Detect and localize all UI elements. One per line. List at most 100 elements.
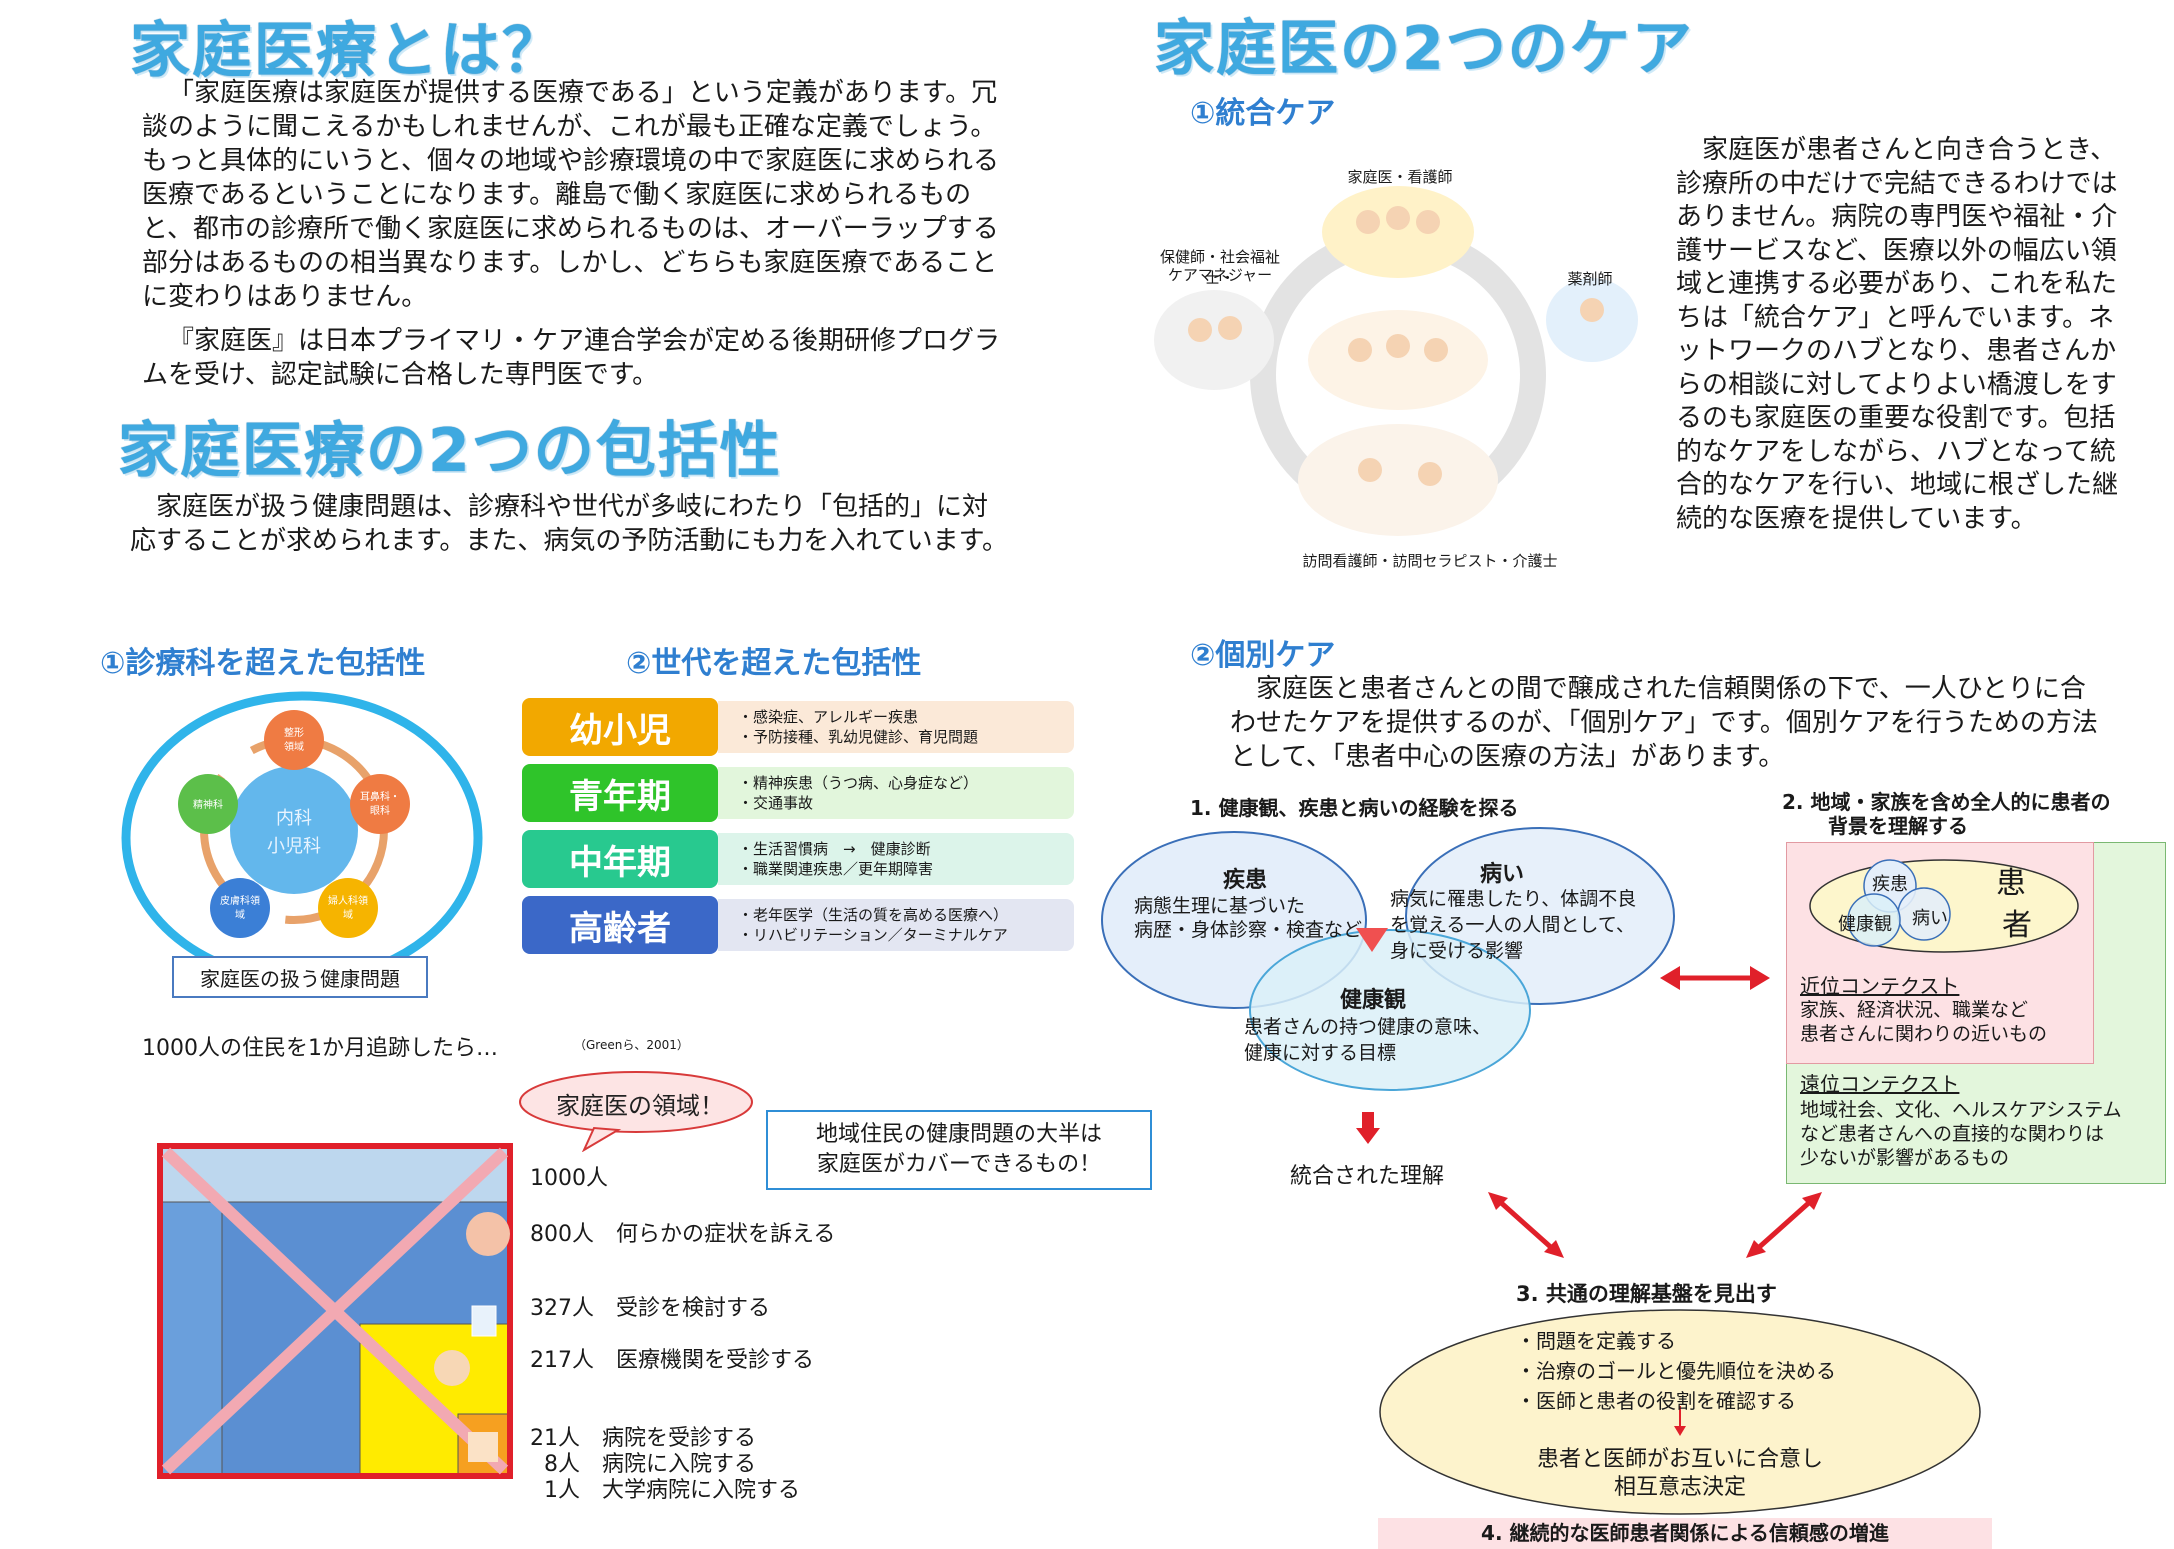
node-gynecology [318,878,378,938]
ecology-note-box: 地域住民の健康問題の大半は 家庭医がカバーできるもの！ [766,1110,1152,1190]
ecology-heading: 1000人の住民を1か月追跡したら… [142,1036,498,1061]
bullet-item: ・医師と患者の役割を確認する [1516,1389,1796,1413]
ecology-row-327: 327人 受診を検討する [530,1296,770,1321]
bullet-item: ・治療のゴールと優先順位を決める [1516,1359,1836,1383]
health-view-line: 患者さんの持つ健康の意味、 [1244,1016,1492,1038]
disease-line: 病歴・身体診察・検査など [1134,919,1363,941]
venn-diagram [1101,827,1675,1091]
person-icon [1424,338,1448,362]
health-ellipse [1249,929,1531,1091]
node-psychiatry [178,774,238,834]
pcm-step-2-line: 背景を理解する [1828,814,1968,838]
arrow-head [1746,1240,1766,1258]
illness-line: を覚える一人の人間として、 [1390,914,1635,936]
intro-paragraph-3: 家庭医が扱う健康問題は、診療科や世代が多岐にわたり「包括的」に対応することが求め… [130,492,1009,556]
node-orthopedics-label-2: 領域 [284,740,304,753]
down-arrow-shape [1356,1112,1380,1144]
mini-disease-label: 疾患 [1872,874,1908,895]
integrated-care-figure [1154,186,1638,536]
ecology-note-line-2: 家庭医がカバーできるもの！ [816,1152,1102,1177]
label-welfare-1: 保健師・社会福祉士・ [1159,248,1280,287]
node-gynecology-label-2: 域 [343,908,353,921]
subtitle-individual-care: ②個別ケア [1190,638,1336,673]
generation-item: ・精神疾患（うつ病、心身症など） [738,774,979,792]
bullet-item: ・問題を定義する [1516,1329,1676,1353]
node-dermatology-label-2: 域 [235,908,245,921]
disease-text: 病態生理に基づいた 病歴・身体診察・検査など [1134,894,1362,942]
cycle-caption: 家庭医の扱う健康問題 [172,956,428,998]
generation-item: ・リハビリテーション／ターミナルケア [738,926,1008,944]
node-dermatology [210,878,270,938]
speech-bubble-text: 家庭医の領域！ [556,1092,724,1120]
pcm-step-1: 1. 健康観、疾患と病いの経験を探る [1190,796,1519,820]
arrow-head [1488,1192,1508,1210]
generation-item: ・交通事故 [738,794,814,812]
illness-text: 病気に罹患したり、体調不良 を覚える一人の人間として、 身に受ける影響 [1390,886,1636,964]
label-home-care: 訪問看護師・訪問セラピスト・介護士 [1302,552,1558,570]
generation-item: ・職業関連疾患／更年期障害 [738,860,934,878]
person-icon [1356,210,1380,234]
person-icon [1348,338,1372,362]
home-care-group [1298,424,1498,536]
ecology-row-217: 217人 医療機関を受診する [530,1348,814,1373]
arrow-line [1496,1198,1556,1252]
patient-char-1: 患 [1996,866,2026,901]
integrated-care-text: 家庭医が患者さんと向き合うとき、診療所の中だけで完結できるわけではありません。病… [1676,135,2119,534]
person-icon [1416,210,1440,234]
ecology-note-line-1: 地域住民の健康問題の大半は [815,1122,1102,1147]
ecology-row-1000: 1000人 [530,1166,608,1191]
person-icon [1580,298,1604,322]
mini-health-label: 健康観 [1838,914,1892,935]
pcm-step-4: 4. 継続的な医師患者関係による信頼感の増進 [1378,1518,1992,1549]
ecology-citation: （Greenら、2001） [574,1038,689,1052]
mutual-decision-text: 患者と医師がお互いに合意し 相互意志決定 [1480,1446,1880,1502]
intro-paragraph-1: 「家庭医療は家庭医が提供する医療である」という定義があります。冗談のように聞こえ… [142,78,999,312]
family-medicine-frame [157,1143,513,1479]
arrow-head [1544,1240,1564,1258]
bed-icon [468,1432,498,1462]
title-comprehensiveness: 家庭医療の2つの包括性 [118,416,782,486]
health-view-text: 患者さんの持つ健康の意味、 健康に対する目標 [1244,1014,1491,1066]
label-pharmacist: 薬剤師 [1567,270,1613,288]
generation-desc-elderly: ・老年医学（生活の質を高める医療へ） ・リハビリテーション／ターミナルケア [718,899,1074,951]
proximal-context-text: 家族、経済状況、職業など 患者さんに関わりの近いもの [1800,998,2047,1046]
mini-illness-label: 病い [1912,908,1948,929]
node-orthopedics [264,710,324,770]
mini-health-circle [1847,893,1901,947]
center-text-1: 内科 [276,808,312,829]
label-welfare-2: ケアマネジャー [1167,266,1273,284]
node-ent-label-1: 耳鼻科・ [360,790,400,803]
subtitle-specialty: ①診療科を超えた包括性 [100,646,426,681]
cross-line-2 [161,1147,509,1475]
health-view-line: 健康に対する目標 [1244,1042,1397,1064]
doctor-nurse-group [1322,186,1474,278]
subtitle-integrated-care: ①統合ケア [1190,96,1336,131]
generation-item: ・生活習慣病 → 健康診断 [738,840,931,858]
overlap-marker [1356,928,1388,952]
double-arrow-left-diagonal [1488,1192,1564,1258]
node-dermatology-label-1: 皮膚科領 [220,894,260,907]
person-icon [1418,462,1442,486]
ecology-row-8: 8人 病院に入院する [544,1452,756,1477]
subtitle-generation: ②世代を超えた包括性 [626,646,922,681]
generation-desc-infant: ・感染症、アレルギー疾患 ・予防接種、乳幼児健診、育児問題 [718,701,1074,753]
distal-line: 地域社会、文化、ヘルスケアシステム [1800,1099,2122,1121]
patient-icon [466,1212,510,1256]
person-icon [1218,316,1242,340]
person-icon [1358,458,1382,482]
speech-bubble-tail [581,1126,622,1152]
patient-char-2: 者 [2002,908,2032,943]
node-psychiatry-label: 精神科 [193,798,223,811]
proximal-line: 患者さんに関わりの近いもの [1800,1023,2048,1045]
speech-bubble-shape [519,1071,753,1133]
intro-paragraph-2: 『家庭医』は日本プライマリ・ケア連合学会が定める後期研修プログラムを受け、認定試… [142,326,1001,390]
generation-desc-youth: ・精神疾患（うつ病、心身症など） ・交通事故 [718,767,1074,819]
disease-title: 疾患 [1222,868,1267,893]
integrated-understanding: 統合された理解 [1290,1164,1445,1189]
generation-label-middle: 中年期 [522,830,718,888]
person-icon [1386,206,1410,230]
pcm-step-2: 2. 地域・家族を含め全人的に患者の 背景を理解する [1782,790,2110,838]
generation-item: ・感染症、アレルギー疾患 [738,708,919,726]
generation-label-infant: 幼小児 [522,698,718,756]
ecology-diagram [157,1143,513,1479]
